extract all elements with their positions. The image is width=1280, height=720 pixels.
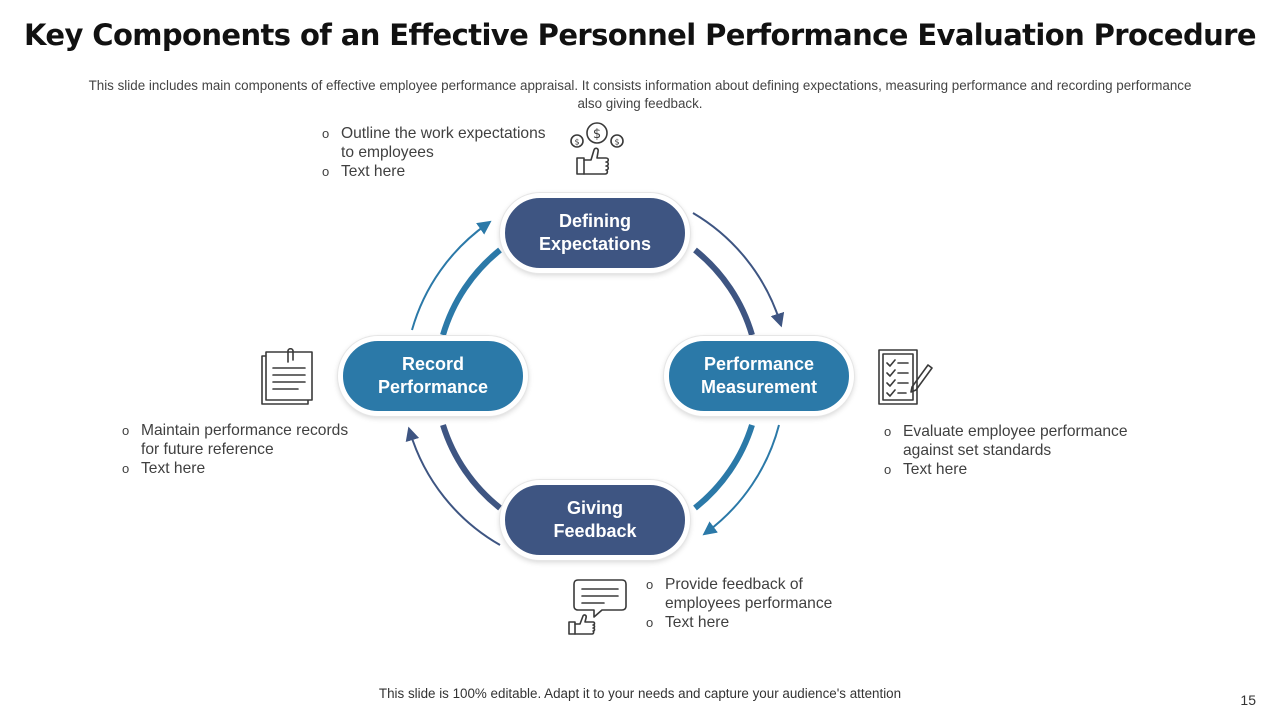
- bullet-text: Maintain performance records for future …: [141, 422, 349, 458]
- checklist-pen-icon: [878, 349, 933, 405]
- thumbs-up-dollar-icon: $ $ $: [570, 122, 624, 175]
- list-item: o Evaluate employee performance against s…: [884, 422, 1144, 460]
- outer-arrow-top-right: [692, 212, 785, 328]
- page-number: 15: [1240, 692, 1256, 708]
- bullet-marker: o: [884, 424, 892, 439]
- inner-arc-right-bottom: [693, 424, 755, 511]
- pill-line2: Feedback: [553, 521, 637, 541]
- pill-line1: Giving: [566, 498, 623, 518]
- bullet-text: Provide feedback of employees performanc…: [665, 576, 833, 612]
- pill-line1: Record: [401, 354, 464, 374]
- pill-line2: Measurement: [700, 377, 818, 397]
- svg-text:$: $: [614, 138, 619, 147]
- bullet-text: Text here: [341, 163, 406, 180]
- outer-arrow-bottom-left: [405, 426, 501, 546]
- list-item: o Provide feedback of employees performan…: [646, 575, 856, 613]
- bullet-text: Text here: [141, 460, 206, 477]
- list-item: o Text here: [884, 460, 1144, 479]
- bullets-performance-measurement: o Evaluate employee performance against s…: [884, 422, 1144, 479]
- bullet-marker: o: [122, 423, 130, 438]
- bullet-text: Evaluate employee performance against se…: [903, 423, 1128, 459]
- pill-line2: Expectations: [538, 234, 652, 254]
- inner-arc-top-right: [693, 247, 755, 336]
- slide-title: Key Components of an Effective Personnel…: [24, 18, 1257, 52]
- bullet-marker: o: [322, 126, 330, 141]
- inner-arc-left-top: [440, 247, 502, 336]
- chat-thumbs-up-icon: [568, 579, 627, 635]
- bullet-marker: o: [122, 461, 130, 476]
- list-item: o Text here: [646, 613, 856, 632]
- bullet-text: Outline the work expectations to employe…: [341, 125, 546, 161]
- bullet-text: Text here: [665, 614, 730, 631]
- inner-arc-bottom-left: [440, 424, 502, 511]
- pill-line1: Performance: [703, 354, 815, 374]
- notes-clip-icon: [261, 348, 313, 405]
- pill-line1: Defining: [558, 211, 631, 231]
- bullet-marker: o: [322, 164, 330, 179]
- pill-line2: Performance: [377, 377, 489, 397]
- bullets-defining-expectations: o Outline the work expectations to employ…: [322, 124, 562, 181]
- bullet-marker: o: [646, 577, 654, 592]
- bullet-marker: o: [884, 462, 892, 477]
- list-item: o Text here: [122, 459, 367, 478]
- outer-arrow-left-top: [411, 220, 492, 331]
- bullets-giving-feedback: o Provide feedback of employees performan…: [646, 575, 856, 632]
- bullet-text: Text here: [903, 461, 968, 478]
- slide-footer: This slide is 100% editable. Adapt it to…: [378, 686, 902, 701]
- svg-text:$: $: [593, 127, 601, 142]
- bullet-marker: o: [646, 615, 654, 630]
- list-item: o Text here: [322, 162, 562, 181]
- slide-subtitle: This slide includes main components of e…: [88, 78, 1192, 111]
- list-item: o Maintain performance records for future…: [122, 421, 367, 459]
- svg-text:$: $: [574, 138, 579, 147]
- bullets-record-performance: o Maintain performance records for future…: [122, 421, 367, 478]
- list-item: o Outline the work expectations to employ…: [322, 124, 562, 162]
- outer-arrow-right-bottom: [702, 424, 780, 536]
